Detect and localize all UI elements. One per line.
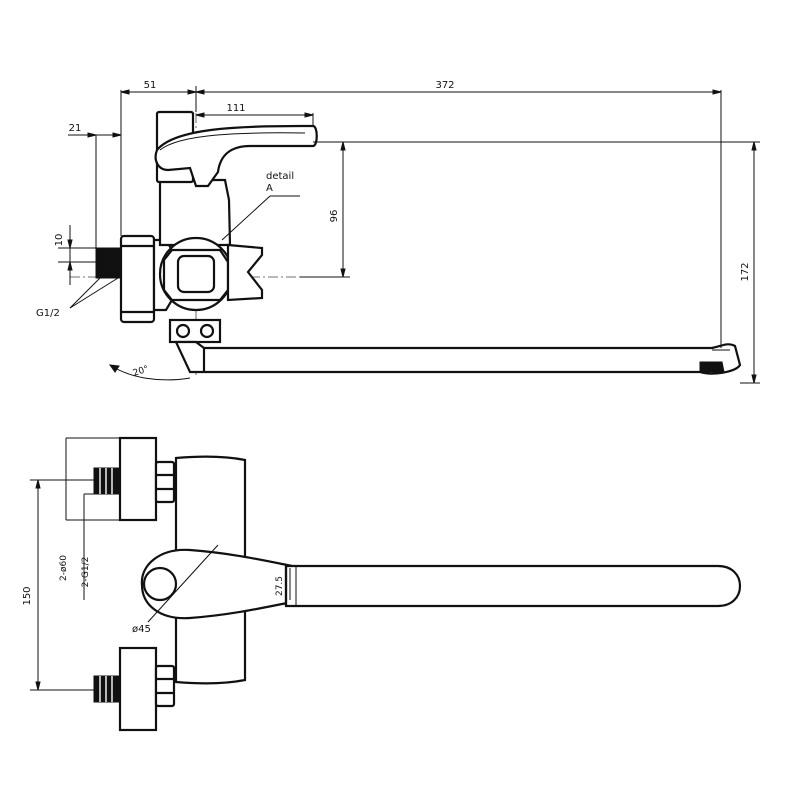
dim-2-g12: 2-G1/2: [81, 557, 91, 588]
detail-leader: [221, 195, 271, 241]
wall-flange: [119, 234, 156, 324]
lower-thread: [93, 675, 121, 703]
spout-pipe: [174, 340, 742, 375]
spout-aerator: [699, 361, 725, 373]
dim-d45: ø45: [132, 624, 151, 635]
diverter-knob: [226, 243, 264, 302]
dim-51: 51: [144, 80, 157, 91]
detail-label: detail: [266, 171, 294, 182]
swivel-arc: [109, 364, 191, 381]
dim-372: 372: [435, 80, 454, 91]
upper-thread: [93, 467, 121, 495]
dim-96: 96: [329, 210, 340, 223]
plan-view: 150 2-ø60 2-G1/2 ø45 27.5: [22, 436, 742, 732]
lower-nut: [154, 664, 176, 708]
threaded-inlet: [95, 247, 122, 279]
side-elevation-view: 51 372 111 21 10 96 172: [36, 80, 760, 384]
dim-21: 21: [69, 123, 82, 134]
dim-27-5: 27.5: [275, 576, 285, 596]
dim-10: 10: [54, 234, 65, 247]
dim-150: 150: [22, 586, 33, 605]
detail-letter: A: [266, 183, 273, 194]
lower-flange: [118, 646, 158, 732]
dim-111: 111: [226, 103, 245, 114]
d45-leader: [147, 544, 219, 623]
angle-label-20: 20°: [132, 364, 150, 378]
dim-2-d60: 2-ø60: [59, 555, 69, 581]
lever-handle: [154, 124, 318, 188]
mixer-body: [158, 178, 232, 247]
plan-spout: [284, 564, 742, 608]
upper-nut: [154, 460, 176, 504]
thread-label-g12: G1/2: [36, 308, 60, 319]
dim-172: 172: [740, 262, 751, 281]
upper-flange: [118, 436, 158, 522]
